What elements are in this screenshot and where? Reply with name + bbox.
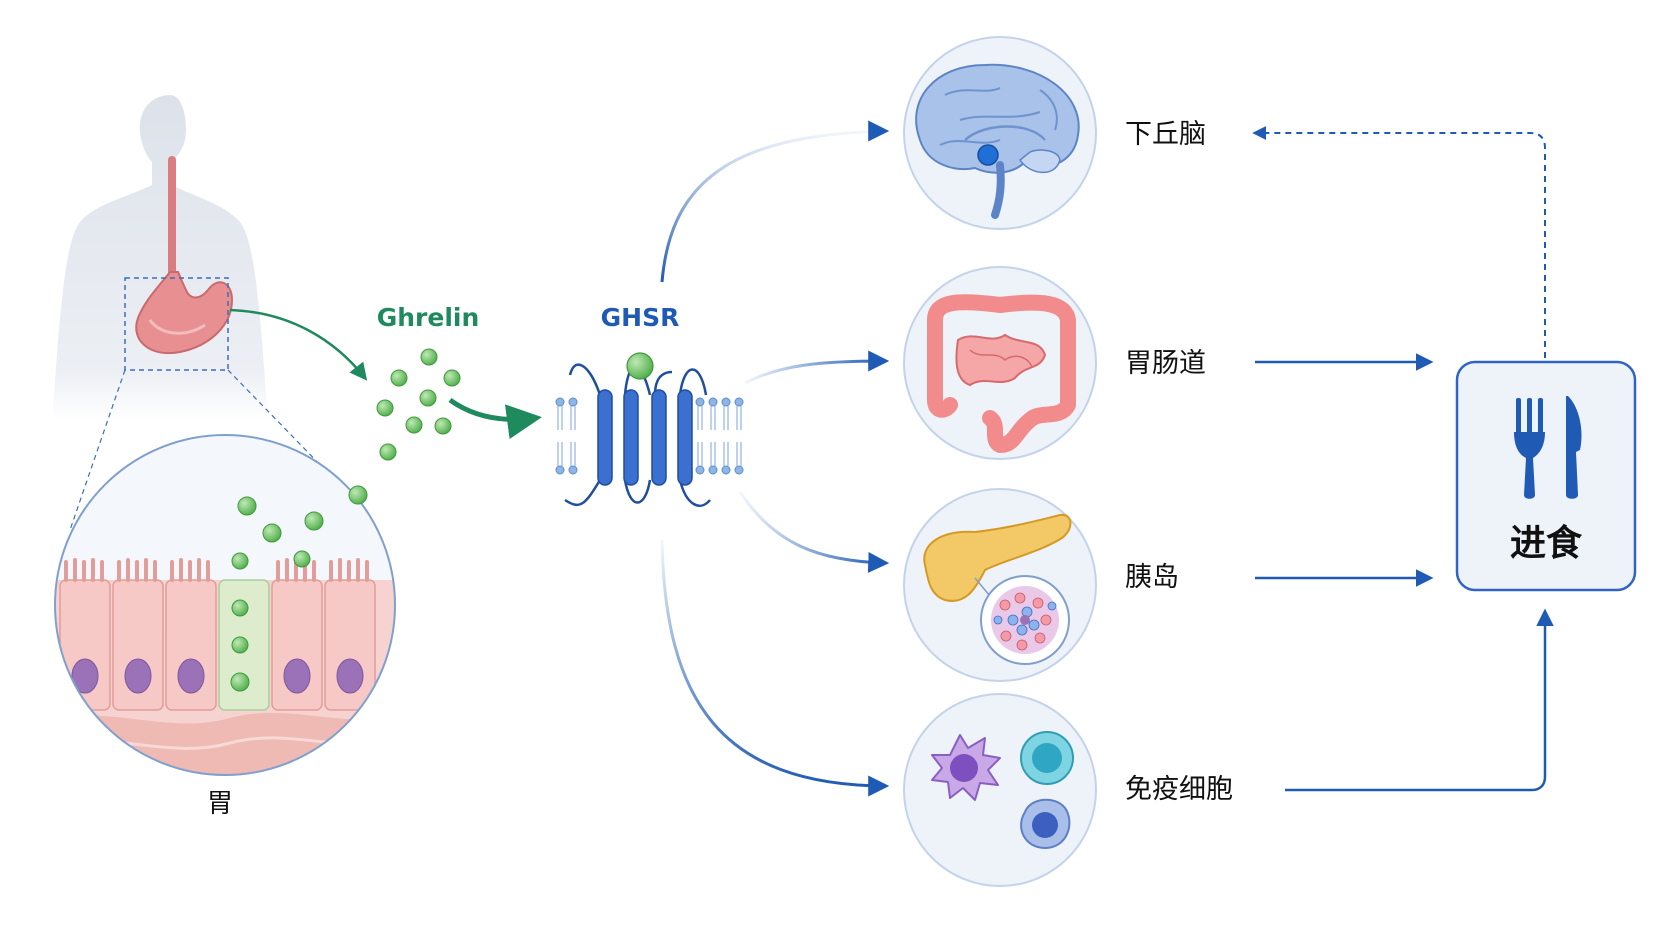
arrow-to-islet — [738, 491, 890, 573]
islet-label: 胰岛 — [1125, 562, 1179, 593]
ghsr-receptor-icon — [555, 352, 744, 507]
gi-tract-intestine-icon — [903, 266, 1097, 460]
ghsr-label: GHSR — [601, 303, 680, 332]
hypothalamus-label: 下丘脑 — [1125, 119, 1206, 150]
immune-cells-icon — [903, 693, 1097, 887]
binding-arrow — [448, 397, 542, 440]
arrow-to-hypothalamus — [660, 129, 886, 283]
stomach-label: 胃 — [207, 789, 233, 819]
secretion-arrow — [229, 308, 368, 381]
arrow-to-gi-tract — [744, 350, 890, 385]
arrow-to-immune — [660, 539, 886, 788]
stomach-organ-icon — [135, 156, 234, 355]
gi-tract-label: 胃肠道 — [1125, 348, 1206, 379]
stomach-epithelium-zoom — [54, 434, 396, 776]
immune-label: 免疫细胞 — [1125, 774, 1233, 805]
stomach-zoom-box — [124, 277, 229, 371]
ghrelin-label: Ghrelin — [377, 303, 480, 332]
ghrelin-particles — [376, 348, 461, 461]
feeding-to-hypothalamus-arrow — [1252, 126, 1546, 358]
hypothalamus-brain-icon — [903, 36, 1097, 230]
immune-to-feeding-arrow — [1285, 608, 1554, 792]
pancreas-islet-icon — [903, 488, 1097, 682]
fork-knife-icon — [1514, 396, 1582, 499]
feeding-label: 进食 — [1510, 523, 1583, 564]
feeding-box: 进食 — [1455, 360, 1637, 592]
human-silhouette — [52, 95, 268, 420]
